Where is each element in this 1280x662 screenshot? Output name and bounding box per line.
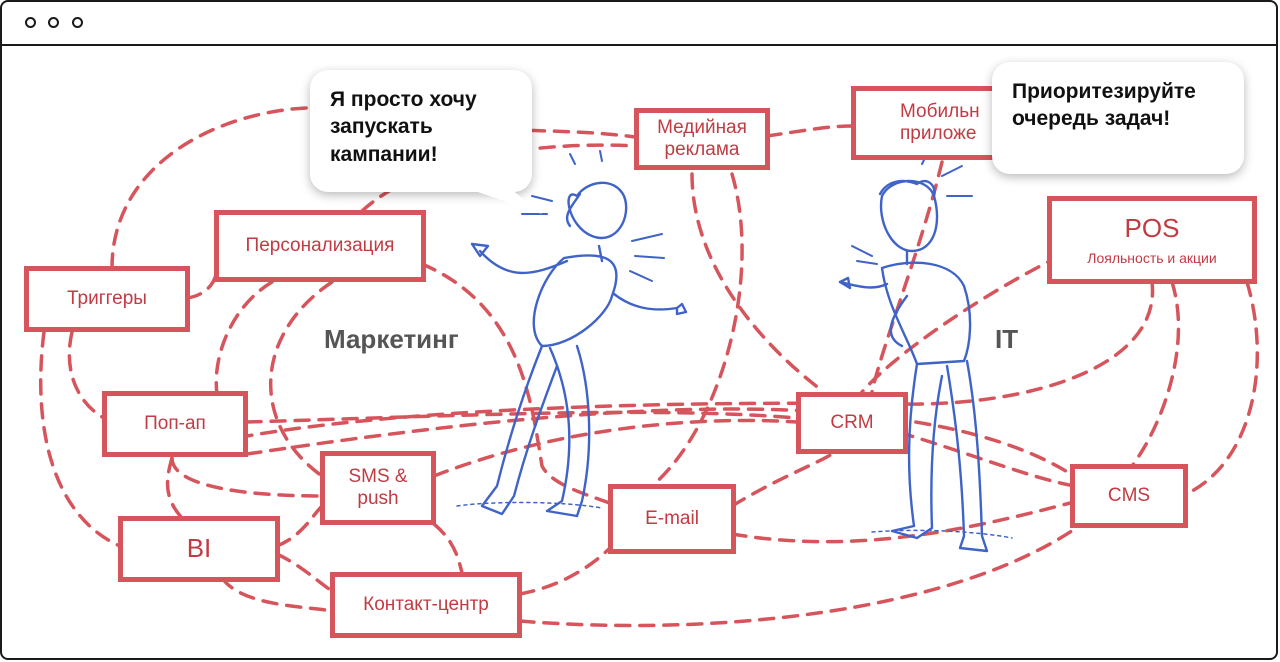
diagram-canvas: Маркетинг IT Медийная реклама Мобильн пр… <box>2 46 1276 658</box>
link-personalization-popup <box>214 280 274 396</box>
link-bi-contact <box>275 552 334 593</box>
link-triggers-bi <box>38 330 122 548</box>
link-bi-sms <box>275 504 324 548</box>
node-mobile-app: Мобильн приложе <box>851 86 1001 160</box>
it-speech-bubble: Приоритезируйте очередь задач! <box>992 62 1244 174</box>
node-mobile-app-line1: Мобильн <box>900 101 980 123</box>
link-email-crm <box>730 452 834 508</box>
node-pos: POS Лояльность и акции <box>1047 196 1257 284</box>
link-contact-cms <box>518 522 1084 628</box>
node-bi-label: BI <box>186 533 212 564</box>
man-figure <box>838 179 989 553</box>
link-sms-crm <box>432 418 799 478</box>
link-personalization-sms <box>268 280 334 478</box>
node-pos-title: POS <box>1124 213 1180 243</box>
window-titlebar <box>2 2 1276 46</box>
node-sms-push-line1: SMS & <box>348 466 408 488</box>
maximize-dot-icon[interactable] <box>72 17 83 28</box>
node-mobile-app-line2: приложе <box>900 123 977 144</box>
link-popup-sms <box>170 456 324 498</box>
node-cms: CMS <box>1070 464 1188 528</box>
link-bi-contact-lower <box>220 576 334 613</box>
link-popup-cms <box>245 407 1076 478</box>
link-contact-email <box>518 544 614 596</box>
node-email: E-mail <box>608 484 736 554</box>
marketing-label: Маркетинг <box>324 324 459 354</box>
figures-illustration <box>456 150 1013 553</box>
node-media-ads-line1: Медийная <box>657 117 747 139</box>
link-media-crm <box>690 172 826 394</box>
minimize-dot-icon[interactable] <box>48 17 59 28</box>
marketing-speech-bubble: Я просто хочу запускать кампании! <box>310 70 532 192</box>
node-sms-push: SMS & push <box>320 451 436 525</box>
link-pos-cms <box>1130 280 1181 468</box>
node-sms-push-line2: push <box>357 488 399 509</box>
node-triggers: Триггеры <box>24 266 190 332</box>
node-popup: Поп-ап <box>102 391 248 457</box>
link-media-mobile <box>765 124 854 138</box>
node-crm: CRM <box>796 392 908 454</box>
node-contact-center: Контакт-центр <box>330 572 522 638</box>
link-triggers-popup <box>67 330 106 420</box>
link-popup-crm <box>245 410 799 424</box>
link-popup-bi <box>165 456 184 520</box>
link-personalization-email <box>420 262 614 506</box>
link-media-email <box>650 172 744 488</box>
link-triggers-personalization <box>185 264 219 300</box>
node-bi: BI <box>118 516 280 582</box>
woman-figure <box>470 181 688 518</box>
node-media-ads-line2: реклама <box>664 139 740 160</box>
node-personalization: Персонализация <box>214 210 426 282</box>
node-media-ads: Медийная реклама <box>634 108 770 170</box>
link-email-cms <box>730 500 1076 544</box>
it-label: IT <box>995 324 1019 354</box>
node-pos-subtitle: Лояльность и акции <box>1087 249 1217 266</box>
close-dot-icon[interactable] <box>25 17 36 28</box>
link-pos-right-loop <box>1180 280 1260 498</box>
